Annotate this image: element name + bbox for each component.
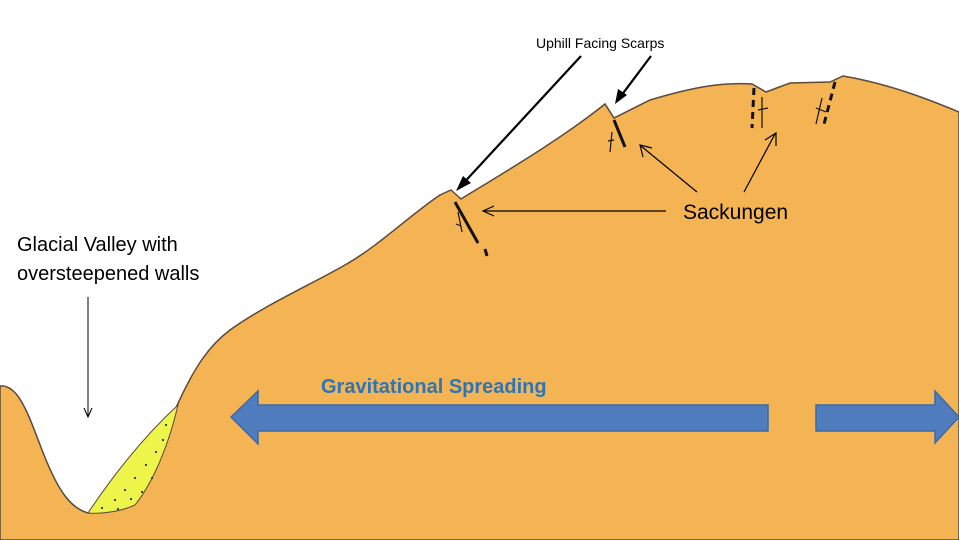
- scarp-arrow-right-head: [615, 89, 627, 104]
- scarp-faults: [453, 81, 837, 257]
- sackungen-arrow-1-head: [481, 205, 495, 217]
- fault-1-tail: [483, 248, 489, 257]
- fault-3-slip-marks: [757, 97, 769, 128]
- deposit-dots: [100, 423, 168, 511]
- scarp-arrow-left: [458, 55, 582, 189]
- fault-2-slip-marks: [607, 131, 615, 153]
- glacial-valley-label-line2: oversteepened walls: [17, 263, 200, 285]
- sackungen-label: Sackungen: [683, 201, 789, 224]
- uphill-facing-scarps-label: Uphill Facing Scarps: [536, 35, 665, 51]
- fault-3: [750, 87, 756, 129]
- scarp-arrow-right: [617, 55, 652, 101]
- pointer-arrows: [83, 55, 777, 419]
- fault-1: [453, 201, 480, 244]
- sackungen-arrow-2: [640, 145, 698, 193]
- spreading-arrow-left: [229, 389, 769, 446]
- valley-arrow-head: [83, 407, 93, 419]
- sackungen-arrow-2-head: [639, 144, 653, 158]
- gravitational-spreading-label: Gravitational Spreading: [321, 376, 547, 398]
- valley-deposit: [87, 403, 179, 514]
- spreading-arrows: [229, 389, 959, 446]
- sackungen-arrow-3-head: [764, 131, 777, 146]
- fault-1-slip-marks: [455, 211, 463, 233]
- fault-2: [612, 119, 627, 148]
- fault-4-slip-marks: [815, 97, 827, 125]
- scarp-arrow-left-head: [456, 176, 471, 191]
- spreading-arrow-right: [815, 389, 959, 445]
- glacial-valley-label-line1: Glacial Valley with: [17, 234, 178, 256]
- fault-4: [821, 81, 837, 129]
- sackungen-arrow-3: [743, 133, 776, 193]
